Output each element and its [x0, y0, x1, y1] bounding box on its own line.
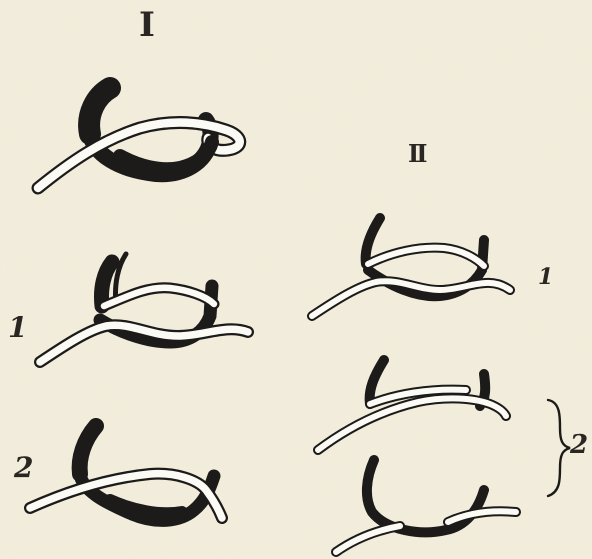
figure-number-1-left: 1 — [8, 314, 27, 342]
figure-number-2-left: 2 — [14, 454, 33, 482]
figure-number-2-right: 2 — [570, 432, 588, 458]
figure-number-1-right: 1 — [538, 266, 553, 288]
group-label-I: I — [139, 8, 155, 42]
group-label-II: II — [408, 142, 424, 166]
